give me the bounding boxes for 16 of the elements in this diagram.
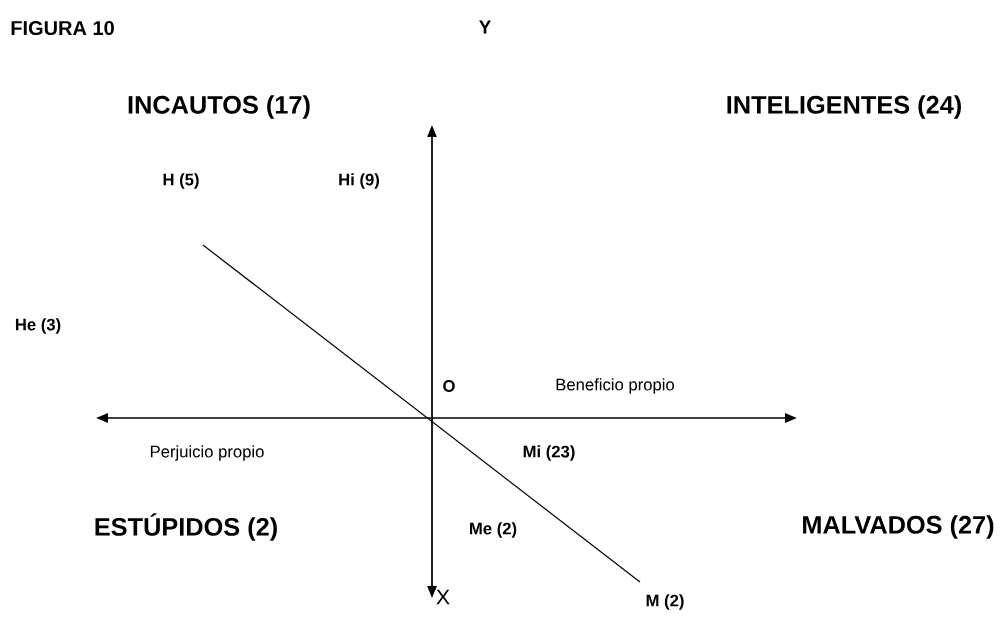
quadrant-label: INCAUTOS (17) [128,95,310,119]
point-label: Mi (23) [523,445,575,461]
quadrant-label: MALVADOS (27) [803,515,994,539]
point-label: Me (2) [470,522,517,538]
figure-title: FIGURA 10 [11,20,114,36]
axis-label: Y [479,20,491,34]
axis-caption: Beneficio propio [556,378,675,394]
point-label: Hi (9) [339,173,379,189]
point-label: M (2) [646,594,684,610]
axis-label: X [436,589,450,605]
quadrant-label: INTELIGENTES (24) [727,95,961,119]
point-label: He (3) [15,318,61,334]
axis-caption: Perjuicio propio [150,445,264,461]
origin-label: O [443,380,455,392]
quadrant-label: ESTÚPIDOS (2) [95,513,277,541]
point-label: H (5) [163,173,199,189]
